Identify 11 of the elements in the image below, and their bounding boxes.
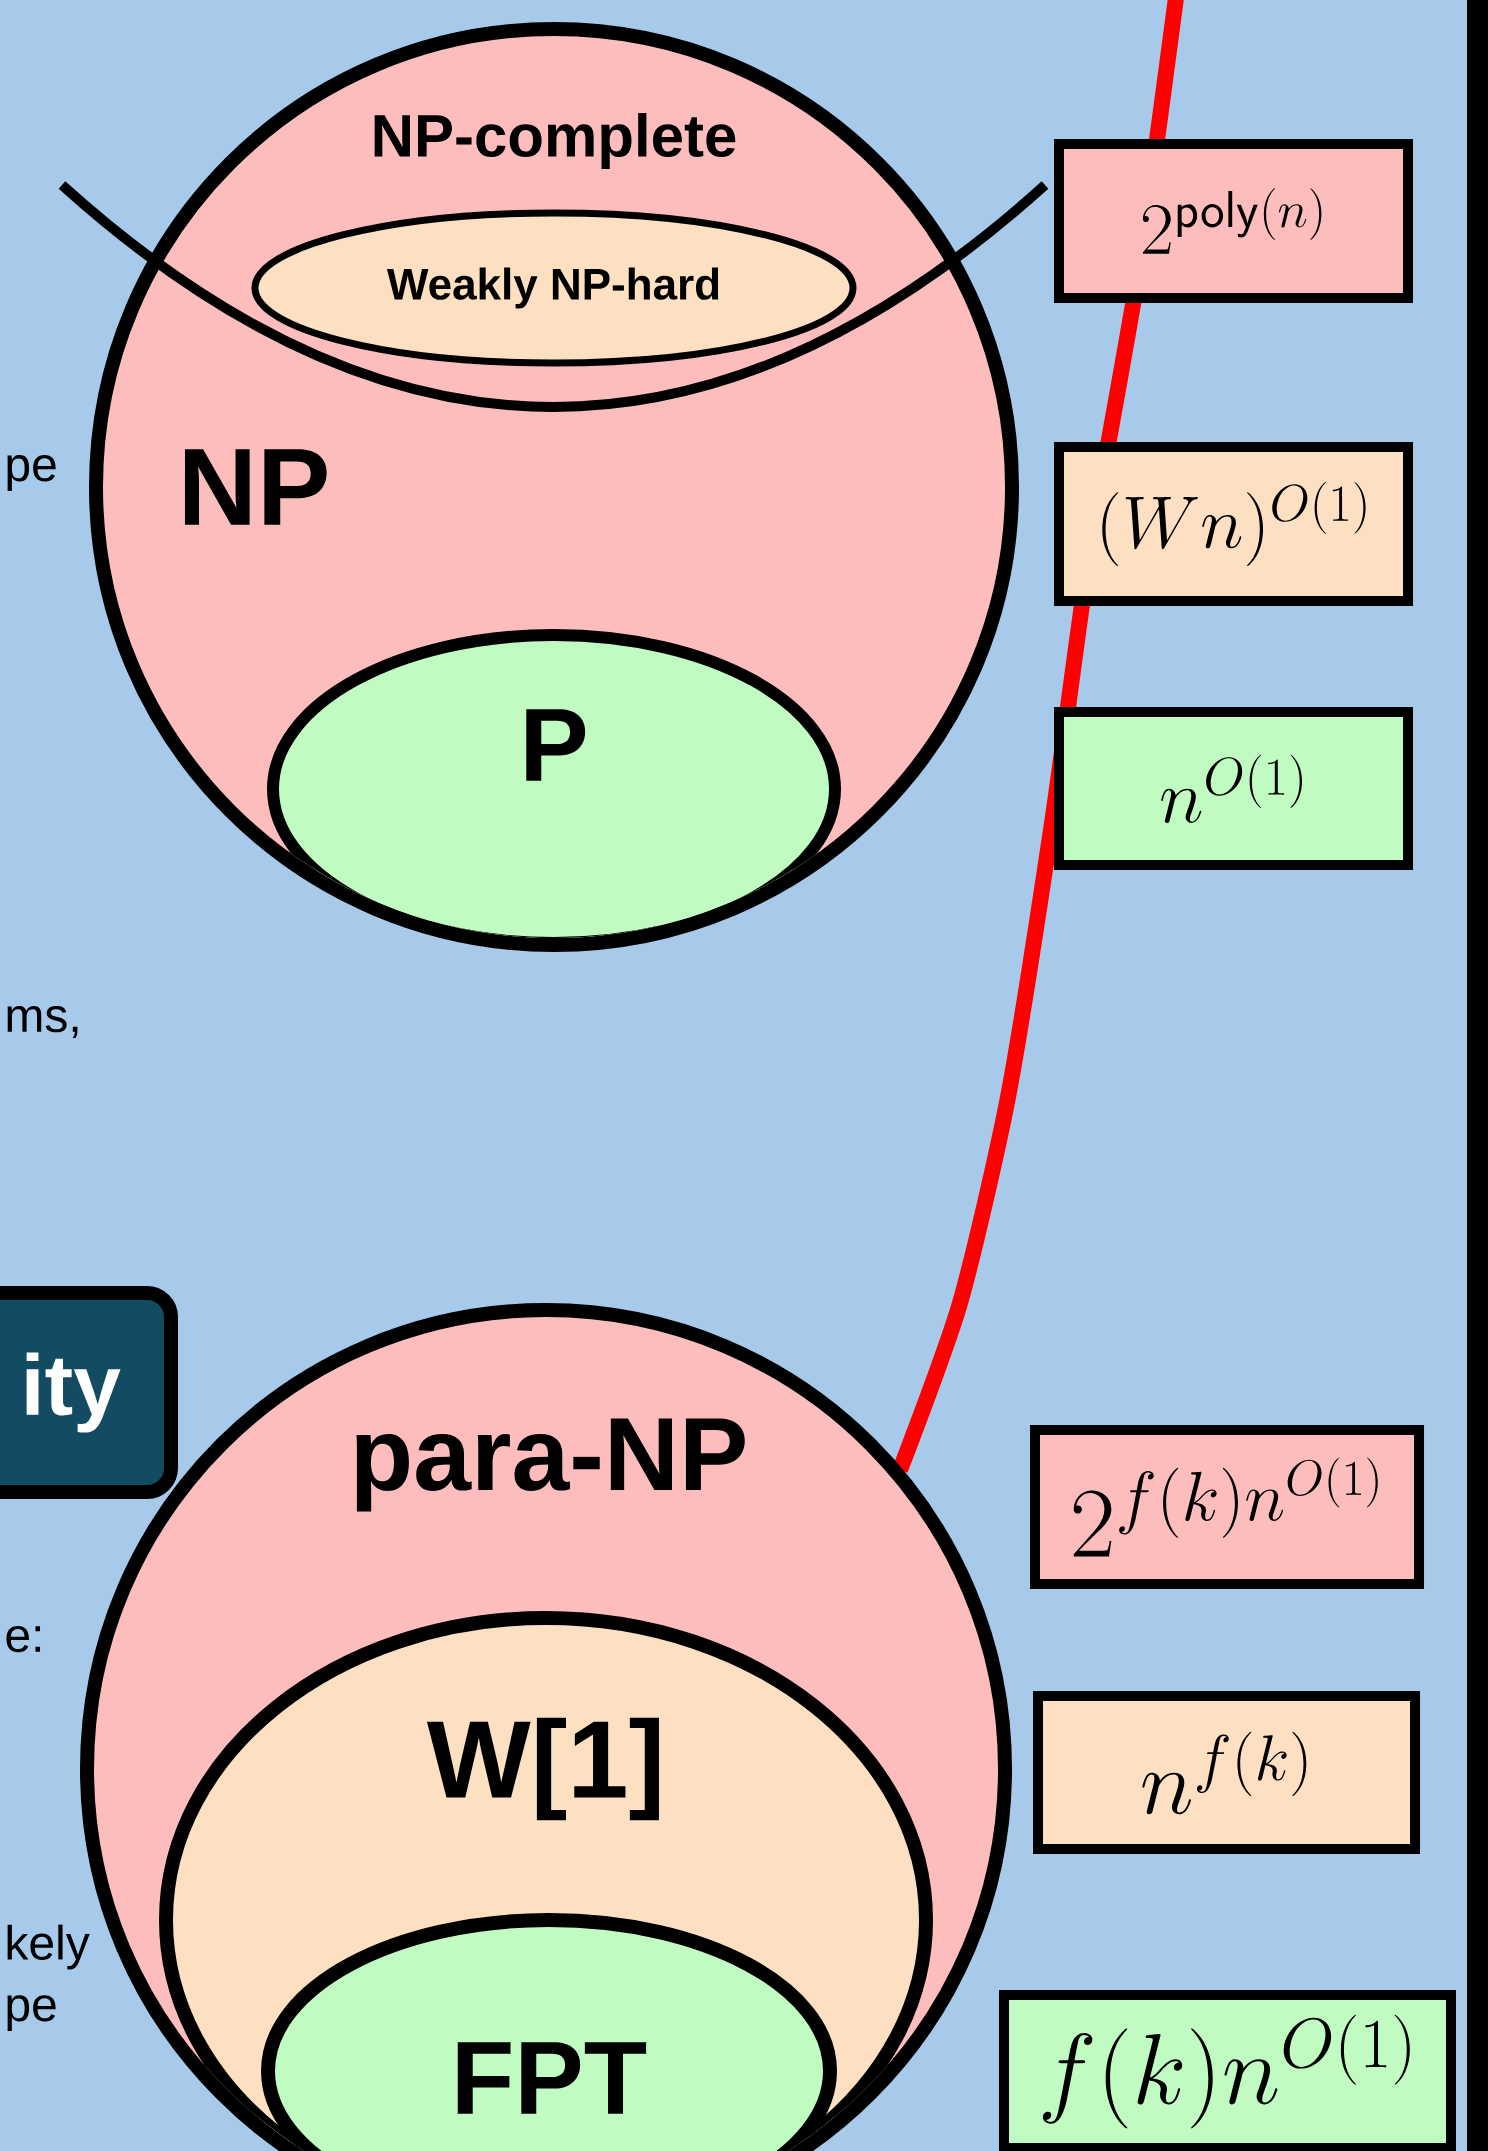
formula-box: $2^{f(k)n^{O(1)}}$ [1030, 1425, 1424, 1589]
heading-box: ity [0, 1286, 178, 1499]
formula-box: $n^{f(k)}$ [1033, 1691, 1420, 1854]
formula-box: $n^{O(1)}$ [1054, 707, 1413, 870]
text-fragment: ms, [7, 1006, 78, 1038]
text-fragment: e: [6, 1625, 41, 1653]
text-fragment: pe [7, 455, 56, 491]
text-fragment: pe [7, 1995, 56, 2031]
formula-box: $(Wn)^{O(1)}$ [1054, 442, 1413, 606]
formula-box: $f(k)n^{O(1)}$ [999, 1990, 1456, 2151]
formula-box: $2^{\mathsf{poly}(n)}$ [1054, 139, 1413, 303]
